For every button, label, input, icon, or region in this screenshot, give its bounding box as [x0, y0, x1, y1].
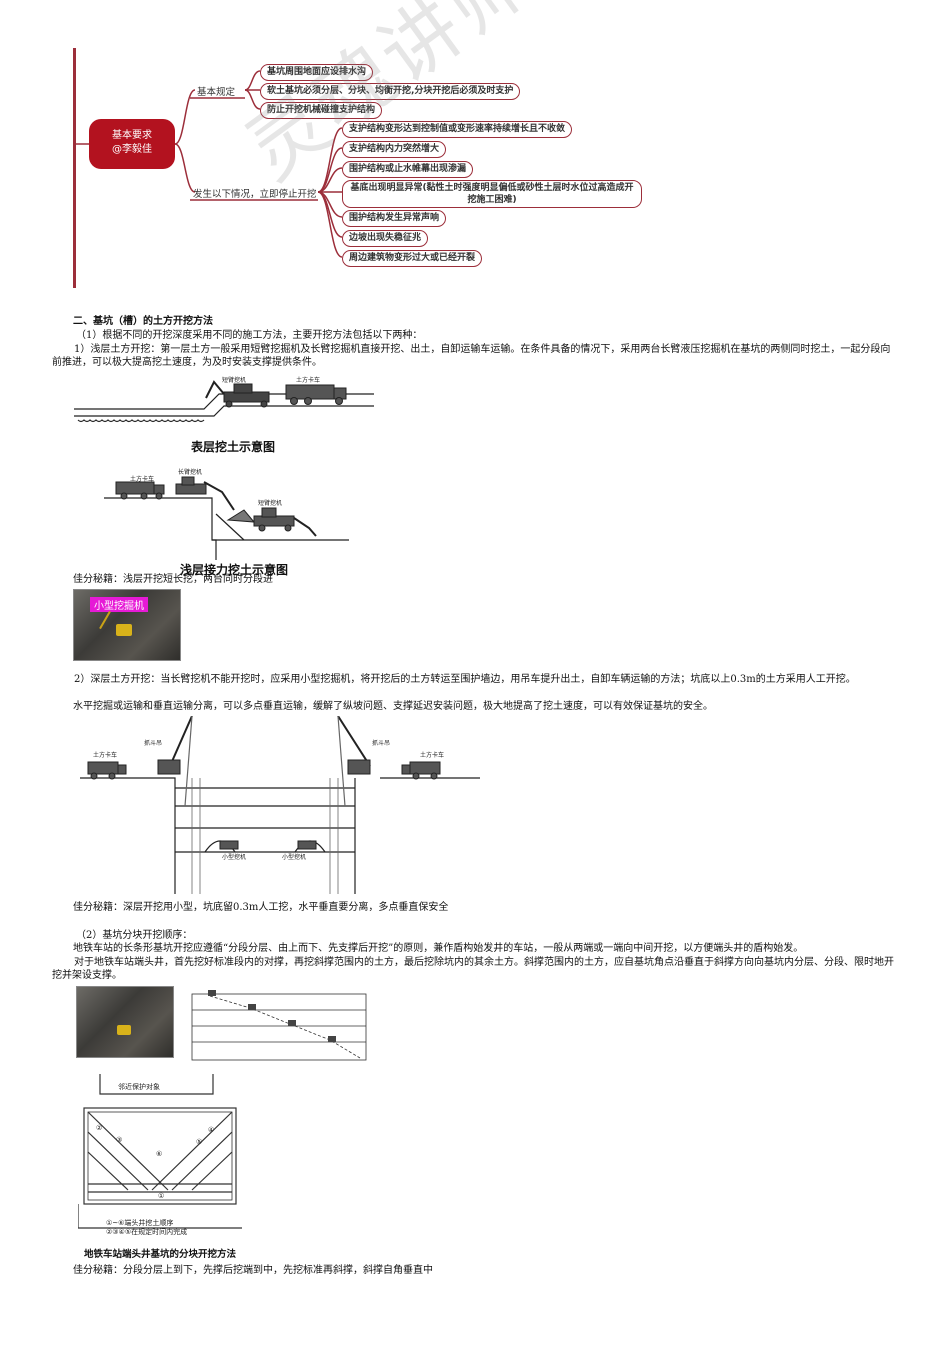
figure-legend: ①~⑥端头井挖土顺序: [106, 1219, 174, 1227]
figure-label: 抓斗吊: [372, 740, 391, 747]
paragraph-shallow: 1）浅层土方开挖：第一层土方一般采用短臂挖掘机及长臂挖掘机直接开挖、出土，自卸运…: [52, 344, 891, 368]
figure-number: ③: [116, 1136, 123, 1144]
figure-deep-excavation-drawing: [80, 716, 480, 894]
mindmap-item: 围护结构发生异常声响: [342, 210, 447, 227]
paragraph-sequence-heading: （2）基坑分块开挖顺序：: [76, 930, 193, 941]
paragraph-deep: 2）深层土方开挖：当长臂挖机不能开挖时，应采用小型挖掘机，将开挖后的土方转运至围…: [74, 674, 856, 685]
mindmap-connectors: [76, 70, 343, 258]
figure-number: ④: [208, 1126, 215, 1134]
figure-surface-excavation-drawing: [74, 380, 374, 423]
figure-end-well-plan-drawing: [78, 1074, 242, 1229]
figure-label: 短臂挖机: [222, 377, 247, 384]
paragraph-metro-principle: 地铁车站的长条形基坑开挖应遵循“分段分层、由上而下、先支撑后开挖”的原则，兼作盾…: [73, 943, 804, 954]
figure-label: 土方卡车: [93, 752, 118, 759]
photo-excavation-site: [76, 986, 174, 1058]
section-title: 二、基坑（槽）的土方开挖方法: [73, 316, 213, 327]
photo-label: 小型挖掘机: [90, 597, 148, 612]
figure-label: 土方卡车: [296, 377, 321, 384]
tip-text: 佳分秘籍：深层开挖用小型，坑底留0.3m人工挖，水平垂直要分离，多点垂直保安全: [73, 902, 449, 913]
mindmap-branch-1: 基本规定: [197, 87, 236, 98]
figure-label: 短臂挖机: [258, 500, 283, 507]
figure-label: 小型挖机: [222, 854, 247, 861]
paragraph-intro: （1）根据不同的开挖深度采用不同的施工方法，主要开挖方法包括以下两种：: [76, 330, 423, 341]
figure-label: 土方卡车: [130, 476, 155, 483]
mindmap-item: 基坑周围地面应设排水沟: [260, 64, 374, 81]
mindmap-left-bar: [73, 48, 76, 288]
figure-number: ⑤: [196, 1138, 203, 1146]
excavator-shape: [116, 624, 132, 636]
mindmap-root-line2: @李毅佳: [112, 144, 152, 155]
mindmap-item: 周边建筑物变形过大或已经开裂: [342, 250, 483, 267]
mindmap-root: 基本要求 @李毅佳: [89, 119, 175, 169]
mindmap-item: 支护结构内力突然增大: [342, 141, 447, 158]
figure-number: ⑥: [156, 1150, 163, 1158]
mindmap-item: 围护结构或止水帷幕出现渗漏: [342, 161, 474, 178]
figure-layered-excavation: [191, 990, 367, 1061]
tip-text: 佳分秘籍：浅层开挖短长挖，两台同时分段进: [73, 574, 273, 585]
figure-label: 邻近保护对象: [118, 1083, 160, 1091]
mindmap-root-line1: 基本要求: [112, 130, 152, 141]
figure-label: 长臂挖机: [178, 469, 203, 476]
figure-caption: 表层挖土示意图: [191, 440, 276, 454]
figure-caption: 地铁车站端头井基坑的分块开挖方法: [84, 1249, 237, 1260]
figure-number: ②: [96, 1124, 103, 1132]
figure-legend: ②③④⑤在规定时间内完成: [106, 1228, 188, 1236]
mindmap-item: 支护结构变形达到控制值或变形速率持续增长且不收敛: [342, 121, 573, 138]
figure-caption: 浅层接力挖土示意图: [180, 563, 289, 577]
mindmap-item: 防止开挖机械碰撞支护结构: [260, 102, 383, 119]
figure-label: 小型挖机: [282, 854, 307, 861]
mindmap-branch-2: 发生以下情况，立即停止开挖: [193, 189, 317, 200]
paragraph-separation: 水平挖掘或运输和垂直运输分离，可以多点垂直运输，缓解了纵坡问题、支撑延迟安装问题…: [73, 701, 713, 712]
figure-number: ①: [158, 1192, 165, 1200]
excavator-shape: [117, 1025, 131, 1035]
excavator-arm: [99, 610, 111, 630]
mindmap-item: 软土基坑必须分层、分块、均衡开挖,分块开挖后必须及时支护: [260, 83, 521, 100]
figure-label: 抓斗吊: [144, 740, 163, 747]
photo-small-excavator: 小型挖掘机: [73, 589, 181, 661]
figure-label: 土方卡车: [420, 752, 445, 759]
tip-text: 佳分秘籍：分段分层上到下，先撑后挖端到中，先挖标准再斜撑，斜撑自角垂直中: [73, 1265, 433, 1276]
figure-relay-excavation-drawing: [104, 476, 349, 560]
paragraph-end-well: 对于地铁车站端头井，首先挖好标准段内的对撑，再挖斜撑范围内的土方，最后挖除坑内的…: [52, 957, 894, 981]
mindmap-item: 边坡出现失稳征兆: [342, 230, 429, 247]
mindmap-item: 基底出现明显异常(黏性土时强度明显偏低或砂性土层时水位过高造成开挖施工困难): [342, 180, 642, 208]
